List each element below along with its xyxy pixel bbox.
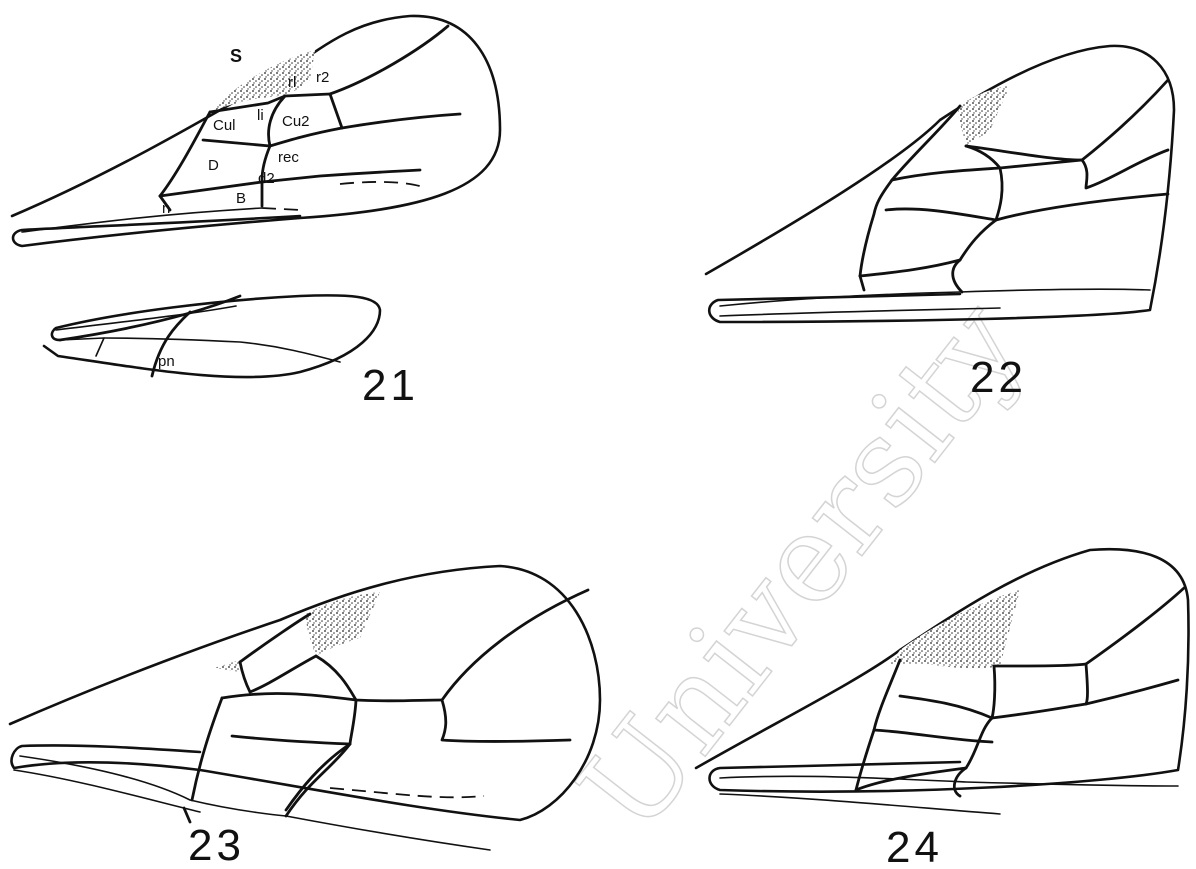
pterostigma — [890, 590, 1020, 668]
figure-number-23: 23 — [188, 821, 245, 869]
label-b: B — [236, 190, 246, 207]
label-li: li — [257, 107, 264, 124]
label-cu2: Cu2 — [282, 113, 310, 130]
label-r2: r2 — [316, 69, 329, 86]
pterostigma — [306, 592, 380, 656]
label-rec: rec — [278, 149, 299, 166]
figure-number-21: 21 — [362, 361, 419, 410]
wing-outline — [12, 16, 500, 246]
figure-number-22: 22 — [970, 353, 1027, 402]
hindwing-21: pn — [44, 295, 380, 377]
wing-outline — [10, 566, 600, 820]
label-r1: rl — [288, 74, 296, 91]
label-pn: pn — [158, 353, 175, 370]
figure-21: S rl r2 Cul li Cu2 rec D d2 B n pn 21 — [12, 16, 500, 410]
label-s: S — [230, 46, 242, 66]
pterostigma — [958, 86, 1010, 148]
label-n: n — [162, 200, 170, 217]
label-d2: d2 — [258, 170, 275, 187]
label-d: D — [208, 157, 219, 174]
figure-number-24: 24 — [886, 823, 943, 869]
figure-23: 23 — [10, 566, 600, 869]
forewing-21: S rl r2 Cul li Cu2 rec D d2 B n — [12, 16, 500, 246]
label-cu1: Cul — [213, 117, 236, 134]
